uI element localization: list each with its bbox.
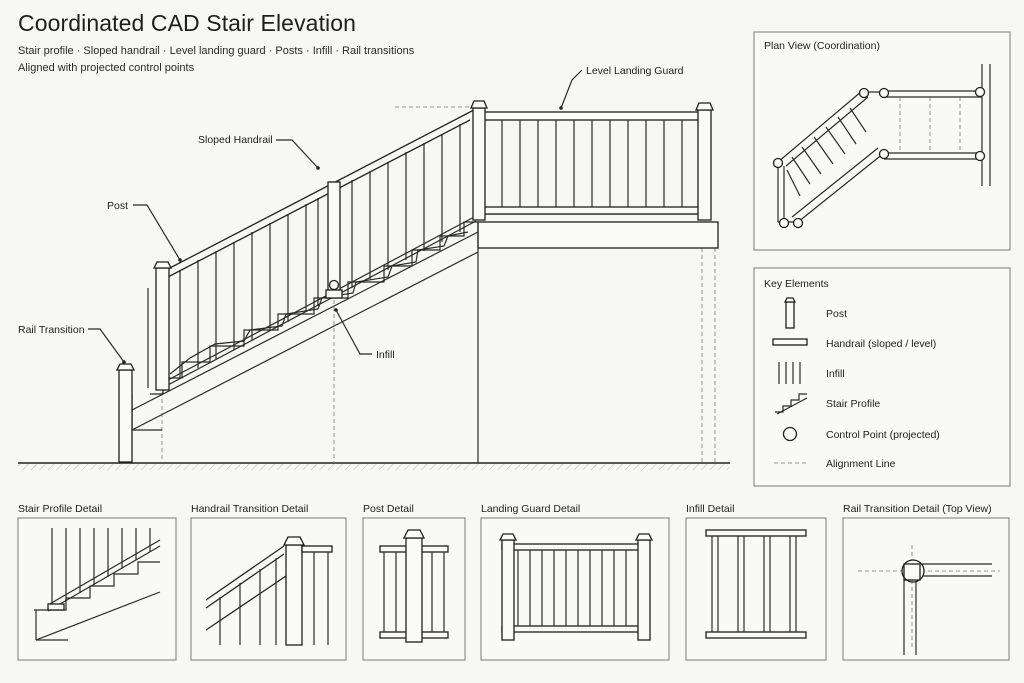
- detail-infill: [685, 517, 827, 661]
- detail-stair-profile: [17, 517, 177, 661]
- detail-rail-transition-top: [842, 517, 1010, 661]
- plan-view-panel: Plan View (Coordination): [753, 31, 1011, 251]
- detail-title-handrail-transition: Handrail Transition Detail: [191, 503, 308, 515]
- key-item-alignment-line: Alignment Line: [826, 458, 896, 470]
- page-title: Coordinated CAD Stair Elevation: [18, 10, 357, 36]
- handrail-icon: [772, 338, 808, 346]
- key-item-control-point: Control Point (projected): [826, 429, 940, 441]
- detail-title-stair-profile: Stair Profile Detail: [18, 503, 102, 515]
- detail-post: [362, 517, 466, 661]
- subtitle-line-2: Aligned with projected control points: [18, 62, 195, 74]
- detail-handrail-transition: [190, 517, 347, 661]
- callout-rail-transition: Rail Transition: [18, 324, 85, 336]
- key-item-infill: Infill: [826, 368, 845, 380]
- key-item-post: Post: [826, 308, 847, 320]
- post-bottom: [115, 363, 136, 463]
- infill-icon: [778, 362, 801, 384]
- ground-hatch: [18, 464, 730, 470]
- key-item-stair-profile: Stair Profile: [826, 398, 880, 410]
- callout-sloped-handrail: Sloped Handrail: [198, 134, 273, 146]
- main-elevation: Level Landing Guard Sloped Handrail Post…: [18, 65, 730, 470]
- key-item-handrail: Handrail (sloped / level): [826, 338, 936, 350]
- detail-landing-guard: [480, 517, 670, 661]
- stair-profile: [131, 221, 479, 431]
- stair-profile-icon: [775, 393, 808, 415]
- key-elements-panel: Key Elements Post Handrail (sloped / lev…: [753, 267, 1011, 487]
- callout-infill: Infill: [376, 349, 395, 361]
- level-landing-guard: [483, 111, 701, 215]
- post-icon: [783, 297, 797, 329]
- post-landing-left: [470, 100, 488, 221]
- callout-leaders: [88, 69, 583, 364]
- plan-control-points: [772, 86, 986, 229]
- key-title: Key Elements: [764, 278, 829, 290]
- landing-platform: [477, 213, 719, 463]
- detail-title-rail-transition-top: Rail Transition Detail (Top View): [843, 503, 992, 515]
- callout-level-landing-guard: Level Landing Guard: [586, 65, 684, 77]
- post-lower: [147, 261, 173, 391]
- subtitle-line-1: Stair profile · Sloped handrail · Level …: [18, 45, 415, 57]
- callout-post: Post: [107, 200, 128, 212]
- plan-treads: [786, 107, 867, 197]
- detail-title-post: Post Detail: [363, 503, 414, 515]
- sloped-infill: [179, 124, 461, 378]
- alignment-lines: [129, 106, 716, 463]
- plan-view-title: Plan View (Coordination): [764, 40, 880, 52]
- detail-title-infill: Infill Detail: [686, 503, 734, 515]
- post-mid: [325, 181, 343, 299]
- detail-title-landing-guard: Landing Guard Detail: [481, 503, 580, 515]
- control-point-icon: [782, 426, 798, 442]
- post-landing-right: [695, 102, 714, 221]
